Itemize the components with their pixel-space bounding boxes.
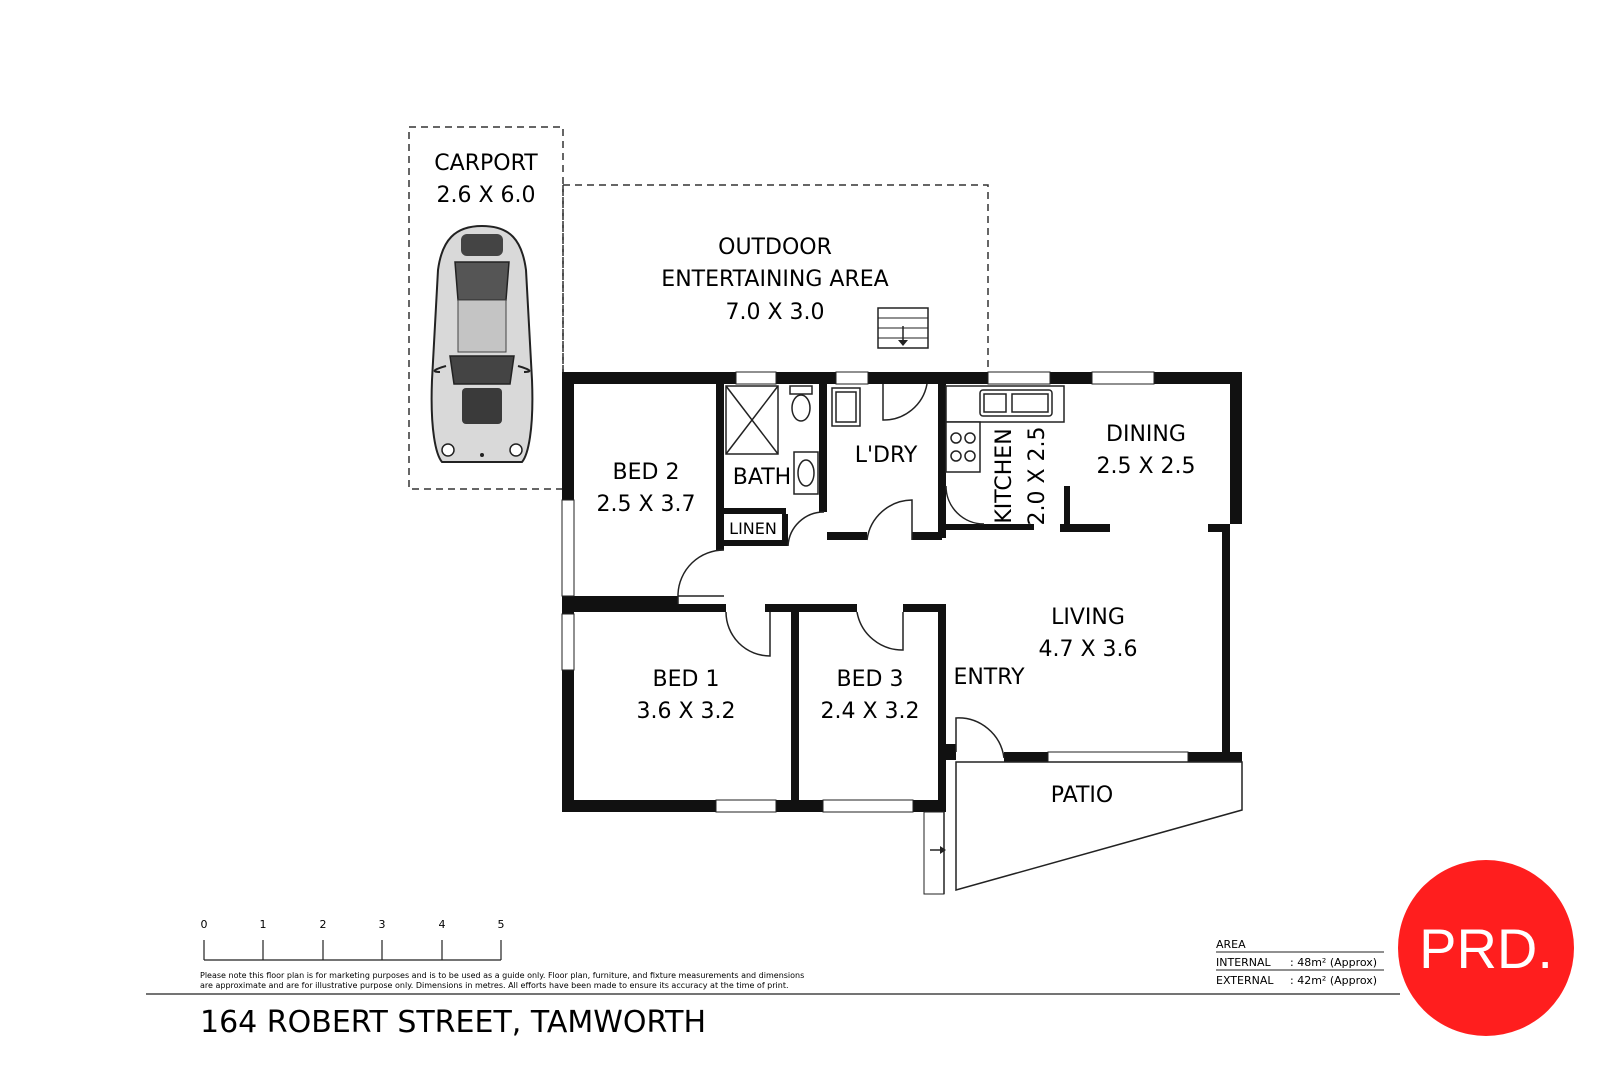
area-external-label: EXTERNAL <box>1216 974 1274 987</box>
carport-area: CARPORT 2.6 X 6.0 <box>408 126 564 490</box>
bath-fixtures <box>725 385 819 495</box>
area-table: AREA INTERNAL : 48m² (Approx) EXTERNAL :… <box>1216 938 1384 987</box>
bed2-dims: 2.5 X 3.7 <box>596 492 695 517</box>
area-external-value: : 42m² (Approx) <box>1290 974 1377 987</box>
outdoor-entertaining-area: OUTDOOR ENTERTAINING AREA 7.0 X 3.0 <box>562 184 989 375</box>
bath-label: BATH <box>733 465 791 490</box>
carport-label: CARPORT <box>434 151 538 176</box>
living-label: LIVING <box>1051 605 1125 630</box>
kitchen-dims: 2.0 X 2.5 <box>1025 426 1050 525</box>
carport-dims: 2.6 X 6.0 <box>436 183 535 208</box>
scale-tick-3: 3 <box>379 918 386 931</box>
outdoor-label-2: ENTERTAINING AREA <box>661 267 888 292</box>
kitchen-fixtures <box>945 385 1065 473</box>
scale-tick-1: 1 <box>260 918 267 931</box>
area-internal-label: INTERNAL <box>1216 956 1272 969</box>
patio-area: PATIO <box>923 761 1243 895</box>
doors <box>677 383 1005 759</box>
bed1-label: BED 1 <box>653 667 720 692</box>
outdoor-label-1: OUTDOOR <box>718 235 832 260</box>
scale-bar: 0 1 2 3 4 5 <box>201 918 505 961</box>
rear-steps <box>877 307 929 349</box>
bed1-dims: 3.6 X 3.2 <box>636 699 735 724</box>
bed3-label: BED 3 <box>837 667 904 692</box>
living-dims: 4.7 X 3.6 <box>1038 637 1137 662</box>
entry-label: ENTRY <box>953 665 1025 690</box>
property-address: 164 ROBERT STREET, TAMWORTH <box>200 1005 706 1040</box>
scale-tick-5: 5 <box>498 918 505 931</box>
area-internal-value: : 48m² (Approx) <box>1290 956 1377 969</box>
disclaimer-line-1: Please note this floor plan is for marke… <box>200 971 804 980</box>
dining-label: DINING <box>1106 422 1186 447</box>
car-icon <box>430 224 534 463</box>
scale-tick-2: 2 <box>320 918 327 931</box>
scale-tick-0: 0 <box>201 918 208 931</box>
windows <box>561 371 1189 813</box>
scale-tick-4: 4 <box>439 918 446 931</box>
linen-label: LINEN <box>729 519 777 538</box>
bed2-label: BED 2 <box>613 460 680 485</box>
dining-dims: 2.5 X 2.5 <box>1096 454 1195 479</box>
bed3-dims: 2.4 X 3.2 <box>820 699 919 724</box>
outdoor-dims: 7.0 X 3.0 <box>725 300 824 325</box>
laundry-label: L'DRY <box>855 443 918 468</box>
kitchen-label: KITCHEN <box>992 428 1017 523</box>
prd-logo-text: PRD. <box>1419 917 1553 980</box>
prd-logo: PRD. <box>1398 860 1574 1036</box>
laundry-tub <box>831 387 861 427</box>
room-labels: BED 2 2.5 X 3.7 BATH LINEN L'DRY KITCHEN… <box>596 422 1195 724</box>
area-heading: AREA <box>1216 938 1246 951</box>
disclaimer-line-2: are approximate and are for illustrative… <box>200 981 789 990</box>
patio-label: PATIO <box>1051 783 1113 808</box>
